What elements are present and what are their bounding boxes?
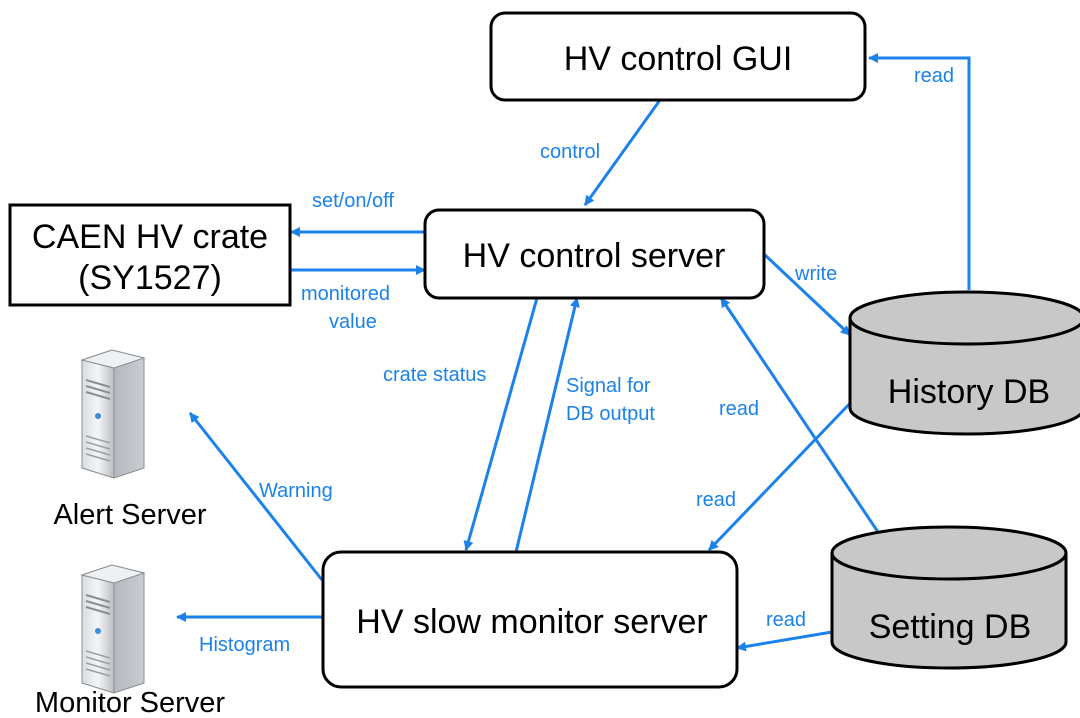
edge-labels: read control set/on/off monitored value … <box>199 65 954 656</box>
alert-server-node: Alert Server <box>53 349 207 531</box>
edge-label-signal-line2: DB output <box>566 403 655 425</box>
crate-label-line2: (SY1527) <box>78 259 222 297</box>
edge-label-read-history-monitor: read <box>696 489 736 511</box>
edge-label-crate-status: crate status <box>383 364 486 386</box>
arrow-gui-to-control <box>583 99 662 206</box>
arrow-monitor-to-alert <box>188 412 324 581</box>
monitor-server-node: Monitor Server <box>35 564 226 718</box>
edge-label-write: write <box>794 263 837 285</box>
server-tower-icon <box>81 349 145 479</box>
edge-label-monitored-line1: monitored <box>301 283 390 305</box>
edge-label-histogram: Histogram <box>199 634 290 656</box>
slow-monitor-label: HV slow monitor server <box>356 603 707 641</box>
arrow-history-to-gui <box>868 53 971 290</box>
edge-label-read-gui: read <box>914 65 954 87</box>
edge-label-read-setting-control: read <box>719 398 759 420</box>
arrow-setting-to-control <box>719 297 882 536</box>
arrow-setting-to-monitor <box>736 630 833 652</box>
server-tower-icon <box>81 564 145 694</box>
control-server-label: HV control server <box>463 237 726 275</box>
crate-label-line1: CAEN HV crate <box>32 218 268 256</box>
setting-db-node: Setting DB <box>830 525 1068 670</box>
history-db-node: History DB <box>848 290 1080 436</box>
edge-label-signal-line1: Signal for <box>566 375 651 397</box>
arrow-control-to-monitor <box>463 297 539 551</box>
edge-label-warning: Warning <box>259 480 333 502</box>
edge-label-read-setting-monitor: read <box>766 609 806 631</box>
arrow-history-to-monitor <box>707 393 860 552</box>
control-server-node: HV control server <box>423 208 766 300</box>
edge-label-monitored-line2: value <box>329 311 377 333</box>
arrows <box>176 53 971 652</box>
slow-monitor-node: HV slow monitor server <box>321 550 739 689</box>
gui-node: HV control GUI <box>489 11 867 102</box>
alert-server-label: Alert Server <box>53 499 206 531</box>
monitor-server-label: Monitor Server <box>35 687 226 718</box>
edge-label-set-on-off: set/on/off <box>312 190 394 212</box>
arrow-monitor-to-control <box>514 297 580 553</box>
history-db-label: History DB <box>888 373 1050 411</box>
gui-label: HV control GUI <box>564 40 793 78</box>
edge-label-control: control <box>540 141 600 163</box>
arrow-control-to-history <box>763 253 852 337</box>
crate-node: CAEN HV crate (SY1527) <box>8 203 292 307</box>
setting-db-label: Setting DB <box>869 608 1032 646</box>
